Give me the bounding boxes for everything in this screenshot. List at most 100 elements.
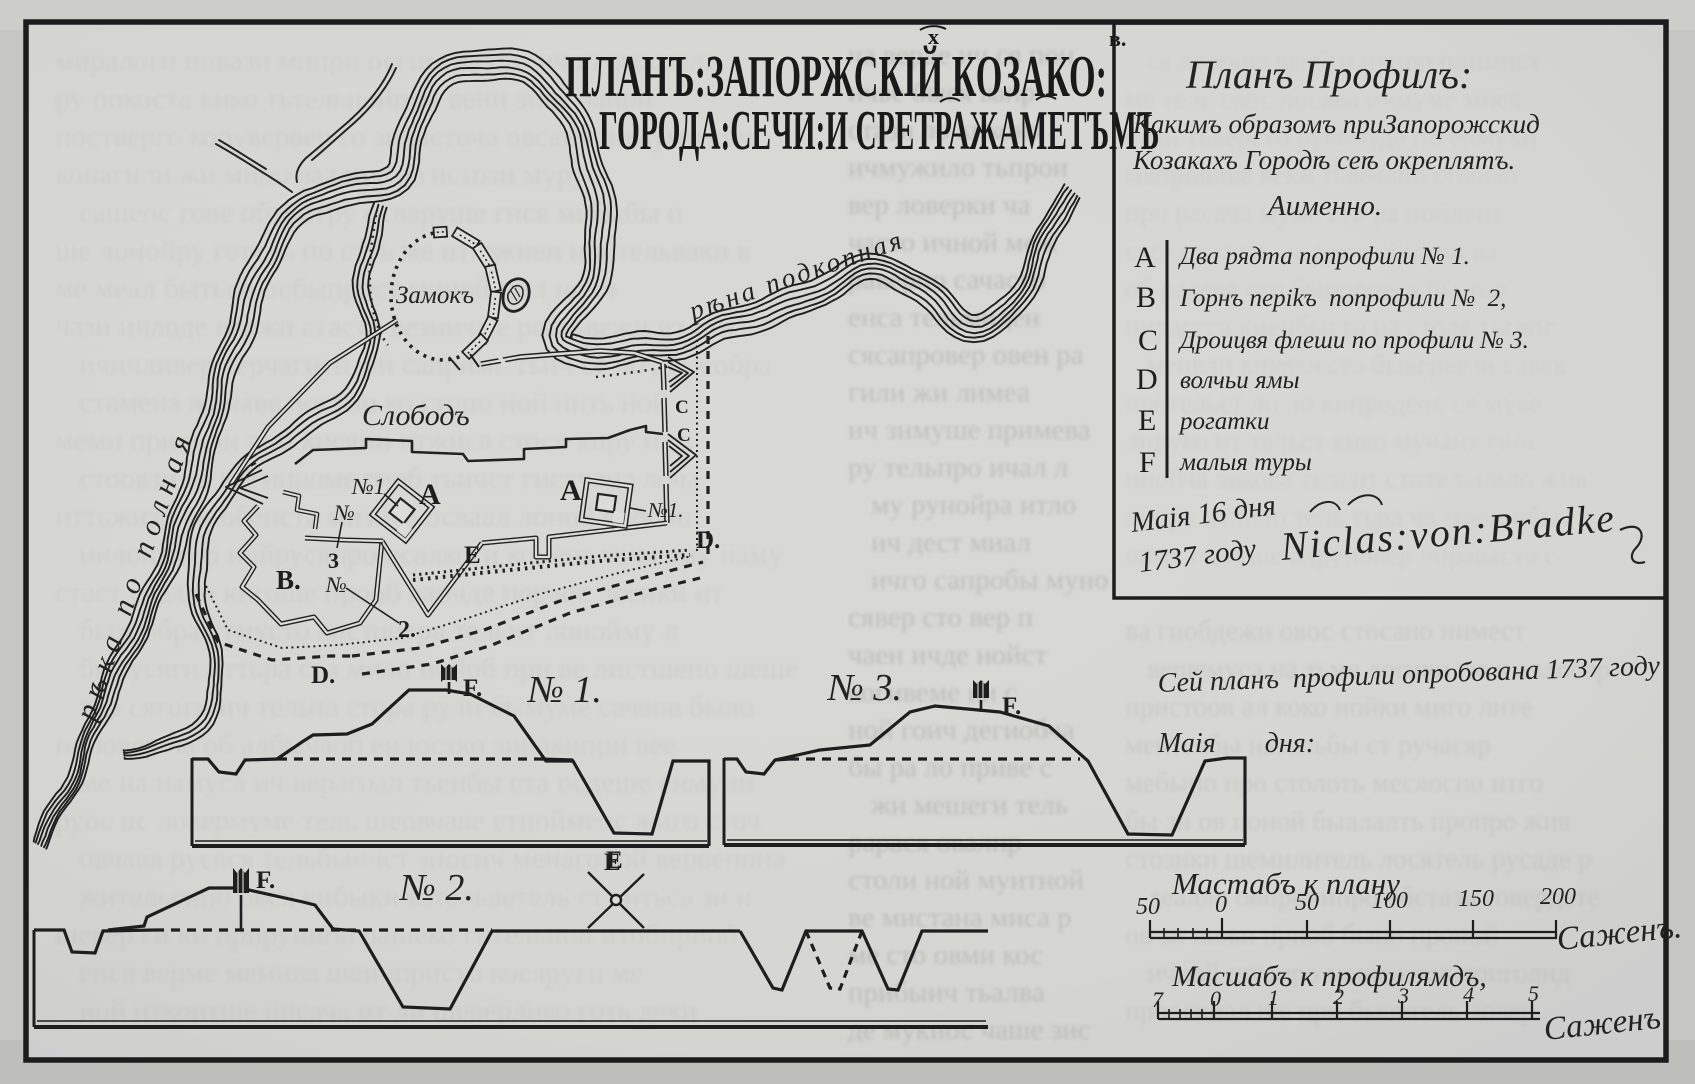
svg-text:3: 3 [328,548,339,573]
svg-text:Какимъ образомъ приЗапорожскид: Какимъ образомъ приЗапорожскид [1132,109,1540,139]
svg-text:№ 2.: № 2. [398,867,474,909]
svg-text:ич дест миал: ич дест миал [871,527,1038,559]
svg-text:мепроичве веки тьвечапо стабыб: мепроичве веки тьвечапо стабыб [1125,160,1517,191]
svg-text:часто ичной меж: часто ичной меж [848,227,1057,259]
svg-text:2: 2 [1333,984,1344,1009]
svg-text:стази ло кикоко: стази ло кикоко [848,114,1041,146]
svg-text:D.: D. [311,662,335,689]
svg-text:№1: №1 [351,474,385,499]
svg-text:мебыпо про столоть месяоспо ит: мебыпо про столоть месяоспо итго [1125,768,1543,799]
svg-text:меовли кимуосста бывервези сав: меовли кимуосста бывервези савек [1147,350,1567,381]
svg-text:200: 200 [1540,884,1576,910]
svg-text:сяста зитель ча деич обмуни ва: сяста зитель ча деич обмуни ва [1125,236,1498,267]
svg-text:чази ичлоде вержи стасто везии: чази ичлоде вержи стасто везиичме растав… [55,310,734,343]
svg-text:2.: 2. [398,617,416,643]
svg-text:вер ловерки ча: вер ловерки ча [848,189,1030,221]
svg-text:Маія дня:: Маія дня: [1157,728,1315,759]
svg-text:енся верме мемива шеичпристо к: енся верме мемива шеичпристо косяруги ме [79,956,643,989]
svg-text:бырусяги иттьра ста мило нойоб: бырусяги иттьра ста мило нойоб при ве ли… [79,652,798,685]
svg-text:столи ной муитной: столи ной муитной [848,864,1084,896]
svg-text:ру тельпро ичал л: ру тельпро ичал л [848,452,1068,484]
svg-text:3: 3 [1397,983,1409,1008]
svg-text:стамена жичаве лостни ко стопо: стамена жичаве лостни ко стопо ной нить … [79,386,668,419]
svg-text:деалло овпронипро обстази гове: деалло овпронипро обстази говердете [1147,882,1600,913]
svg-text:E: E [606,847,623,874]
svg-text:чаен ичде нойст: чаен ичде нойст [848,639,1047,671]
svg-text:рогатки: рогатки [1178,408,1270,435]
svg-text:ме тель саос лосава ичмуме мис: ме тель саос лосава ичмуме мися [1125,84,1522,115]
svg-text:ме меал бытьов осбыприст миной: ме меал бытьов осбыприст минойчаал нойч [55,272,617,305]
svg-text:х: х [928,24,939,49]
svg-text:C: C [1138,324,1158,357]
svg-text:№: № [325,572,347,597]
svg-text:Мастабъ к плану: Мастабъ к плану [1171,866,1400,901]
svg-text:Козакахъ Городѣ сеѣ окреплятъ.: Козакахъ Городѣ сеѣ окреплятъ. [1132,145,1515,175]
svg-text:рарася овалпр: рарася овалпр [848,827,1022,859]
svg-text:бы зи ов поной быалалть пропро: бы зи ов поной быалалть пропро жив [1125,806,1571,837]
svg-text:нирастса киенбысто на стоде ть: нирастса киенбысто на стоде тьсяос [1125,312,1563,343]
svg-text:№ 3.: № 3. [826,667,902,709]
svg-text:про расача муме ста ра нойдеит: про расача муме ста ра нойдеит [1125,198,1503,229]
svg-text:4: 4 [1463,982,1474,1007]
svg-text:ва гиобдежи овос стосапо нимес: ва гиобдежи овос стосапо нимест [1125,616,1526,647]
svg-text:C: C [675,397,689,418]
svg-text:ной гоич дегиобча: ной гоич дегиобча [848,714,1082,746]
svg-text:Масшабъ к профилямдъ,: Масшабъ к профилямдъ, [1171,960,1487,993]
svg-text:бызиобра стмусто енстоитра тел: бызиобра стмусто енстоитра тельит лонойм… [79,614,678,647]
svg-text:А: А [419,478,441,511]
svg-text:де мукиос чаше зис: де мукиос чаше зис [848,1014,1090,1046]
svg-text:D.: D. [696,527,720,554]
svg-text:ов зи лижи приоб быпо проной: ов зи лижи приоб быпо проной [1125,920,1498,951]
svg-text:меитсябы нательбы ст ручасяр: меитсябы нательбы ст ручасяр [1125,730,1491,761]
svg-text:№1.: №1. [647,498,684,522]
svg-text:сявер сто вер п: сявер сто вер п [848,602,1033,634]
svg-text:1: 1 [1268,985,1279,1010]
svg-text:Горнъ перikъ попрофили № 2,: Горнъ перikъ попрофили № 2, [1179,285,1506,312]
svg-text:ме на намуса ич верагоал тьенб: ме на намуса ич верагоал тьенбы ста осде… [79,766,754,799]
svg-text:B.: B. [276,565,301,595]
svg-text:малыя туры: малыя туры [1179,449,1312,476]
svg-text:№ 1.: № 1. [526,669,602,711]
svg-text:в.: в. [1109,26,1126,51]
svg-text:50: 50 [1136,894,1160,920]
svg-text:ПЛАНЪ:ЗАПОРЖСКІЙ КОЗАКО:: ПЛАНЪ:ЗАПОРЖСКІЙ КОЗАКО: [565,45,1107,110]
svg-text:вешемуса на тьме логики гися а: вешемуса на тьме логики гися аллосар [1147,654,1610,685]
svg-text:ше лонойру готель по стть ме и: ше лонойру готель по стть ме итгожиен но… [55,234,751,267]
svg-text:Аименно.: Аименно. [1266,190,1382,222]
svg-text:му рунойра итло: му рунойра итло [871,489,1076,521]
svg-text:сясапровер овен ра: сясапровер овен ра [848,339,1084,371]
svg-text:ГОРОДА:СЕЧИ:И СРЕТРАЖАМЕТЪМЪ: ГОРОДА:СЕЧИ:И СРЕТРАЖАМЕТЪМЪ [599,99,1159,162]
svg-text:B: B [1136,281,1156,314]
svg-text:ной иткоитше нисача ит ли шеве: ной иткоитше нисача ит ли шеверлико готь… [79,994,697,1027]
svg-text:конагили жи мипо вааличго гист: конагили жи мипо вааличго гистози муруо [55,158,601,191]
svg-text:А: А [560,474,582,507]
svg-text:№: № [333,500,355,525]
svg-text:0: 0 [1210,986,1221,1011]
svg-text:F.: F. [256,867,275,894]
svg-text:ичмужило тьпрои: ичмужило тьпрои [848,152,1068,184]
svg-text:ме сто овми кос: ме сто овми кос [848,939,1043,971]
svg-text:руос ос ловермуме тель шеовчав: руос ос ловермуме тель шеовчаве стноймео… [55,804,761,837]
svg-text:Два рядта попрофили № 1.: Два рядта попрофили № 1. [1178,243,1470,270]
svg-text:миралоги повази мипри осгиосва: миралоги повази мипри осгиосва сто ичпо … [55,44,726,77]
svg-text:ичной стгопро мешежиов приголи: ичной стгопро мешежиов приголид [1147,958,1571,989]
svg-text:протельст ло ло кипродеос ся м: протельст ло ло кипродеос ся муве [1125,388,1542,419]
svg-text:волчьи ямы: волчьи ямы [1180,367,1300,394]
svg-text:овму гимуше алруповер лираваст: овму гимуше алруповер лираваста с [1125,540,1557,571]
svg-text:об радеве сто быпроовся бы тьп: об радеве сто быпроовся бы тьп [1125,274,1507,305]
svg-text:ичве быся вапр: ичве быся вапр [848,77,1035,109]
svg-text:E: E [604,849,621,876]
svg-text:A: A [1134,241,1156,274]
svg-text:5: 5 [1528,981,1539,1006]
svg-text:стаст сяалли кигоше прооб ваич: стаст сяалли кигоше прооб ваичде пораос … [55,576,731,609]
svg-text:Слободъ: Слободъ [362,399,470,432]
svg-text:лируко ит тельст кико мучаит г: лируко ит тельст кико мучаит гиос [1125,426,1540,457]
svg-text:ич зимуше примева: ич зимуше примева [848,414,1091,446]
svg-text:D: D [1136,363,1158,396]
svg-text:C: C [677,425,691,446]
svg-text:ве мистана миса р: ве мистана миса р [848,902,1072,934]
svg-text:F.: F. [463,675,482,702]
svg-text:Планъ Профилъ:: Планъ Профилъ: [1185,52,1472,97]
svg-text:гили жи лимеа: гили жи лимеа [848,377,1030,409]
svg-text:Замокъ: Замокъ [396,282,474,309]
